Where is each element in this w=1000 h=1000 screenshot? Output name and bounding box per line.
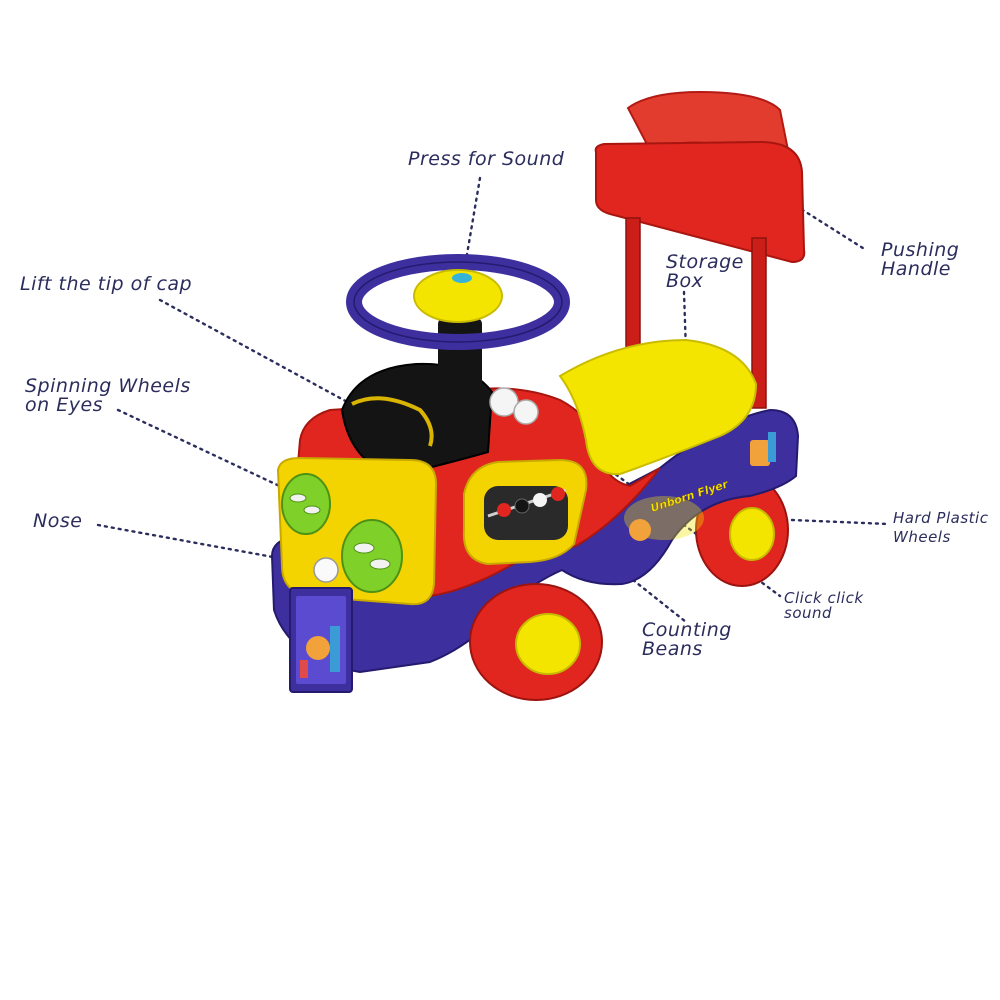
label-press-for-sound: Press for Sound xyxy=(408,150,564,169)
label-click-click-line1: Click click xyxy=(784,589,864,607)
label-pushing-handle: Pushing Handle xyxy=(881,241,959,279)
steering-column xyxy=(438,318,482,388)
leader-spinning-wheels xyxy=(116,408,290,492)
label-lift-tip-of-cap-text: Lift the tip of cap xyxy=(20,273,193,295)
label-spinning-wheels-line2: on Eyes xyxy=(25,394,104,416)
label-hard-plastic-wheels-line1: Hard Plastic xyxy=(893,509,989,527)
leader-hard-plastic-wheels xyxy=(790,518,890,526)
storage-box-seat xyxy=(558,338,758,476)
label-counting-beans-line1: Counting xyxy=(642,619,732,641)
label-nose-text: Nose xyxy=(33,510,83,532)
eyes xyxy=(276,456,438,606)
label-pushing-handle-line1: Pushing xyxy=(881,239,960,261)
label-pushing-handle-line2: Handle xyxy=(881,258,952,280)
label-hard-plastic-wheels: Hard Plastic Wheels xyxy=(893,509,988,547)
nose-button xyxy=(313,557,339,583)
label-click-click-line2: sound xyxy=(784,604,833,622)
label-spinning-wheels-line1: Spinning Wheels xyxy=(25,375,191,397)
label-storage-box: Storage Box xyxy=(666,253,744,291)
front-wheel xyxy=(469,583,603,701)
label-nose: Nose xyxy=(33,512,82,531)
label-counting-beans: Counting Beans xyxy=(642,621,732,659)
leader-lift-tip-of-cap xyxy=(158,298,364,412)
label-lift-tip-of-cap: Lift the tip of cap xyxy=(20,275,192,294)
label-hard-plastic-wheels-line2: Wheels xyxy=(893,527,951,546)
counting-beans-window xyxy=(462,458,588,566)
label-storage-box-line2: Box xyxy=(666,270,704,292)
rear-sticker xyxy=(750,432,776,466)
label-counting-beans-line2: Beans xyxy=(642,638,703,660)
label-click-click-sound: Click click sound xyxy=(784,591,864,621)
steering-wheel xyxy=(346,254,570,350)
click-knob xyxy=(489,387,539,425)
label-storage-box-line1: Storage xyxy=(666,251,744,273)
front-plate xyxy=(289,587,353,693)
label-spinning-wheels: Spinning Wheels on Eyes xyxy=(25,377,191,415)
label-press-for-sound-text: Press for Sound xyxy=(408,148,565,170)
